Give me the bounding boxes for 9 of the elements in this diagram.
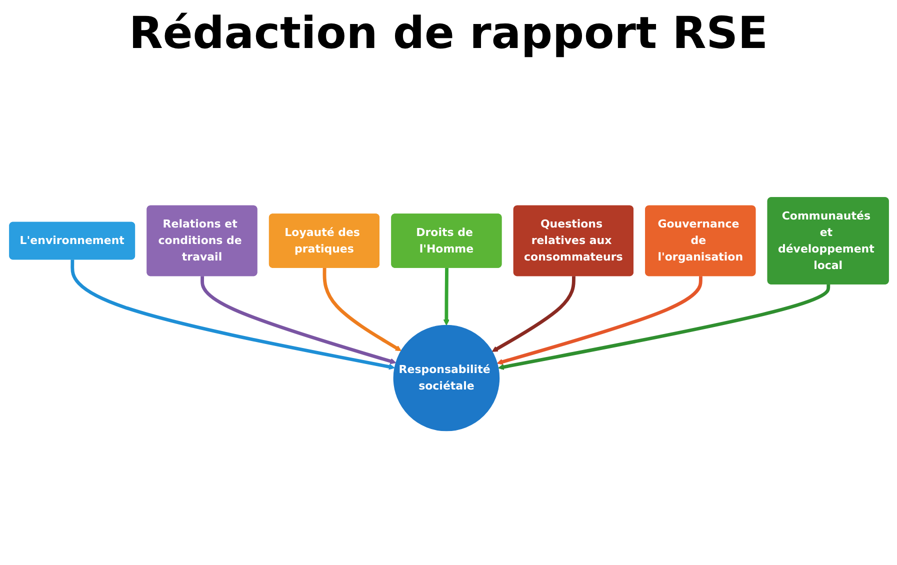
arrow [491,276,575,352]
title: Rédaction de rapport RSE [129,8,768,59]
arrow [200,276,396,364]
arrow [322,268,401,351]
node-circle: Responsabilité sociétale [392,324,500,431]
arrow [70,259,394,370]
arrow [496,276,702,365]
arrow [442,268,449,326]
arrow [498,284,830,370]
